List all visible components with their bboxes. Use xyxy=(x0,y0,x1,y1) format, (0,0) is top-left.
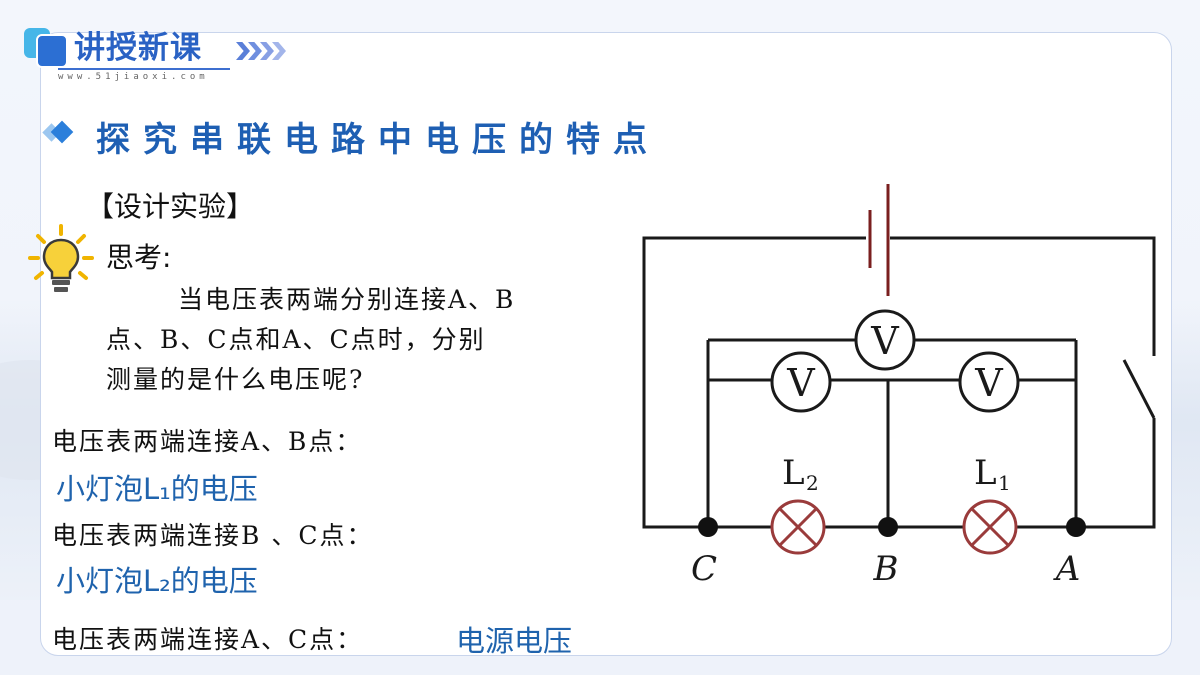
header-url: www.51jiaoxi.com xyxy=(58,72,209,82)
question-line-2: 点、B、C点和A、C点时，分别 xyxy=(106,325,486,354)
think-label: 思考: xyxy=(106,241,172,274)
lightbulb-icon xyxy=(28,224,94,292)
voltmeter-right-label: V xyxy=(974,361,1003,405)
node-a-dot xyxy=(1066,517,1086,537)
header-underline xyxy=(58,68,230,70)
header-title: 讲授新课 xyxy=(74,30,202,66)
outer-wire-right xyxy=(890,236,1156,356)
question-line-3: 测量的是什么电压呢? xyxy=(106,365,365,394)
outer-wire-left xyxy=(642,236,1156,529)
prompt-bc: 电压表两端连接B 、C点： xyxy=(52,521,374,550)
design-experiment-label: 【设计实验】 xyxy=(86,190,255,223)
answer-ab: 小灯泡L₁的电压 xyxy=(56,472,258,506)
answer-ac: 电源电压 xyxy=(456,624,573,658)
chevron-right-icon xyxy=(236,42,286,60)
node-c-label: C xyxy=(691,549,717,589)
lamp-l2-subscript: 2 xyxy=(806,471,819,495)
voltmeter-left xyxy=(770,351,832,413)
voltmeter-left-label: V xyxy=(786,361,815,405)
question-line-1: 当电压表两端分别连接A、B xyxy=(178,285,516,314)
lamp-l2-label: L xyxy=(782,453,805,493)
switch-blade xyxy=(1122,359,1156,419)
node-b-dot xyxy=(878,517,898,537)
lamp-l1-label: L xyxy=(974,453,997,493)
voltmeter-right xyxy=(958,351,1020,413)
logo-icon xyxy=(36,34,68,68)
node-a-label: A xyxy=(1053,549,1081,589)
section-title: 探究串联电路中电压的特点 xyxy=(96,120,660,160)
voltmeter-top-label: V xyxy=(870,319,899,363)
prompt-ac: 电压表两端连接A、C点： xyxy=(52,625,364,654)
prompt-ab: 电压表两端连接A、B点： xyxy=(52,427,363,456)
node-b-label: B xyxy=(873,549,899,589)
voltmeter-top xyxy=(854,309,916,371)
lamp-l1-subscript: 1 xyxy=(998,471,1011,495)
answer-bc: 小灯泡L₂的电压 xyxy=(56,564,258,598)
node-c-dot xyxy=(698,517,718,537)
